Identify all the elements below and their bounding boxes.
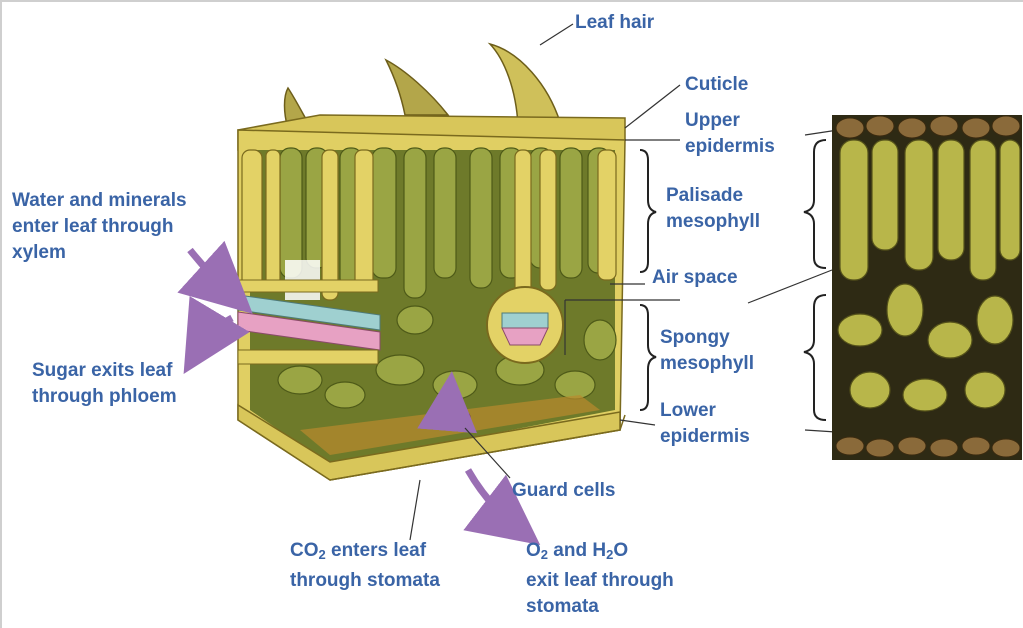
leaf-hair-3 xyxy=(490,44,560,125)
label-spongy-mesophyll: Spongy mesophyll xyxy=(660,325,754,377)
stoma xyxy=(434,408,470,428)
label-o2-line3: stomata xyxy=(526,594,674,620)
label-water-line3: xylem xyxy=(12,240,187,266)
label-lower-line2: epidermis xyxy=(660,424,750,450)
o2-o: O xyxy=(526,540,541,561)
label-lower-line1: Lower xyxy=(660,398,750,424)
bundle-sheath-left-bottom xyxy=(238,350,378,364)
brace-palisade xyxy=(640,150,656,272)
label-palisade-line2: mesophyll xyxy=(666,209,760,235)
bundle-sheath-left xyxy=(238,280,378,292)
label-air-space: Air space xyxy=(652,265,738,291)
label-spongy-line1: Spongy xyxy=(660,325,754,351)
label-spongy-line2: mesophyll xyxy=(660,351,754,377)
sugar-arrow xyxy=(198,318,232,350)
label-sugar-exits: Sugar exits leaf through phloem xyxy=(32,358,177,410)
leaf-hair-2 xyxy=(386,60,448,115)
brace-spongy xyxy=(640,305,656,410)
label-water-minerals: Water and minerals enter leaf through xy… xyxy=(12,188,187,266)
o2-arrow xyxy=(468,470,518,528)
brace-micro-spongy xyxy=(804,295,826,420)
o2-and-h: and H xyxy=(548,540,606,561)
label-upper-epidermis-line1: Upper xyxy=(685,108,775,134)
label-sugar-line1: Sugar exits leaf xyxy=(32,358,177,384)
h2o-tail: O xyxy=(613,540,628,561)
co2-prefix: CO xyxy=(290,540,319,561)
label-palisade-line1: Palisade xyxy=(666,183,760,209)
co2-rest: enters leaf xyxy=(326,540,426,561)
label-leaf-hair: Leaf hair xyxy=(575,10,654,36)
label-cuticle: Cuticle xyxy=(685,72,748,98)
label-o2-h2o: O2 and H2O exit leaf through stomata xyxy=(526,538,674,620)
stoma-arrow xyxy=(448,395,450,420)
label-water-line2: enter leaf through xyxy=(12,214,187,240)
xylem-round xyxy=(502,313,548,328)
o2-sub: 2 xyxy=(541,547,548,562)
label-palisade-mesophyll: Palisade mesophyll xyxy=(666,183,760,235)
water-arrow xyxy=(190,250,232,295)
co2-sub: 2 xyxy=(319,547,326,562)
label-o2-line2: exit leaf through xyxy=(526,568,674,594)
label-water-line1: Water and minerals xyxy=(12,188,187,214)
label-o2-line1: O2 and H2O xyxy=(526,538,674,568)
brace-micro-palisade xyxy=(804,140,826,268)
phloem-round xyxy=(502,328,548,345)
micrograph-palisade xyxy=(840,140,1020,280)
label-co2: CO2 enters leaf through stomata xyxy=(290,538,440,594)
label-upper-epidermis: Upper epidermis xyxy=(685,108,775,160)
label-sugar-line2: through phloem xyxy=(32,384,177,410)
label-co2-line1: CO2 enters leaf xyxy=(290,538,440,568)
label-co2-line2: through stomata xyxy=(290,568,440,594)
label-lower-epidermis: Lower epidermis xyxy=(660,398,750,450)
label-guard-cells: Guard cells xyxy=(512,478,616,504)
label-upper-epidermis-line2: epidermis xyxy=(685,134,775,160)
